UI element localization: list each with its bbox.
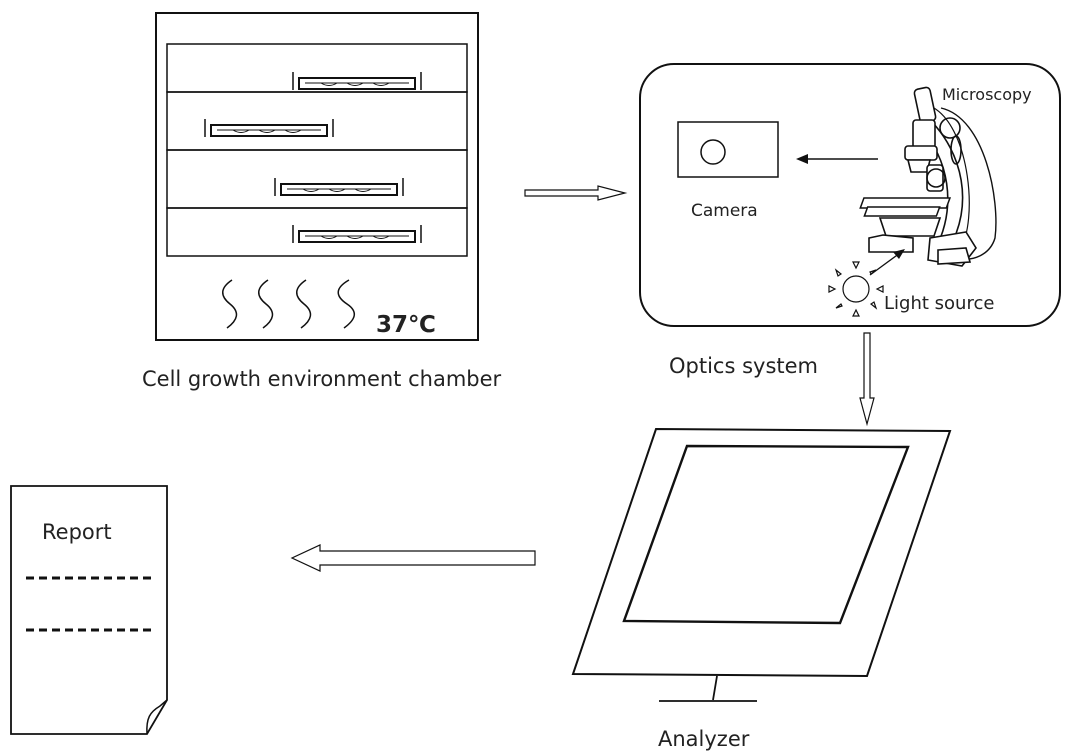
- analyzer-caption: Analyzer: [658, 727, 750, 751]
- chamber-caption: Cell growth environment chamber: [142, 367, 502, 391]
- report-document-icon: [10, 485, 168, 735]
- analyzer-monitor-icon: [571, 427, 952, 702]
- incubator-chamber: 37℃: [155, 12, 479, 341]
- camera-icon: [677, 121, 779, 178]
- shelf-3: [166, 149, 468, 209]
- chamber-frame: [155, 12, 479, 341]
- microscope-label: Microscopy: [942, 85, 1032, 104]
- shelf-4: [166, 207, 468, 257]
- culture-tray-2: [204, 118, 334, 138]
- optics-system-box: Camera Microscopy: [639, 63, 1061, 327]
- shelf-2: [166, 91, 468, 151]
- arrow-microscope-to-camera: [796, 154, 878, 164]
- report-page-curl: [146, 699, 168, 735]
- light-source-label: Light source: [884, 293, 994, 314]
- arrow-optics-to-analyzer: [859, 332, 875, 427]
- report-title: Report: [42, 520, 112, 544]
- heat-waves-icon: [222, 279, 355, 329]
- arrow-light-to-microscope: [869, 249, 905, 276]
- culture-tray-1: [292, 71, 422, 91]
- culture-tray-3: [274, 177, 404, 197]
- chamber-temperature: 37℃: [376, 312, 436, 338]
- arrow-chamber-to-optics: [524, 185, 628, 201]
- optics-frame: [639, 63, 1061, 327]
- report-page: [10, 485, 168, 735]
- light-source-sun-icon: [828, 261, 884, 317]
- culture-tray-4: [292, 224, 422, 244]
- monitor-neck: [712, 675, 718, 701]
- optics-caption: Optics system: [669, 354, 818, 378]
- monitor-screen: [622, 444, 910, 625]
- arrow-analyzer-to-report: [290, 544, 536, 572]
- monitor-bezel: [571, 427, 952, 678]
- camera-label: Camera: [691, 201, 758, 221]
- microscope-icon: [859, 86, 997, 267]
